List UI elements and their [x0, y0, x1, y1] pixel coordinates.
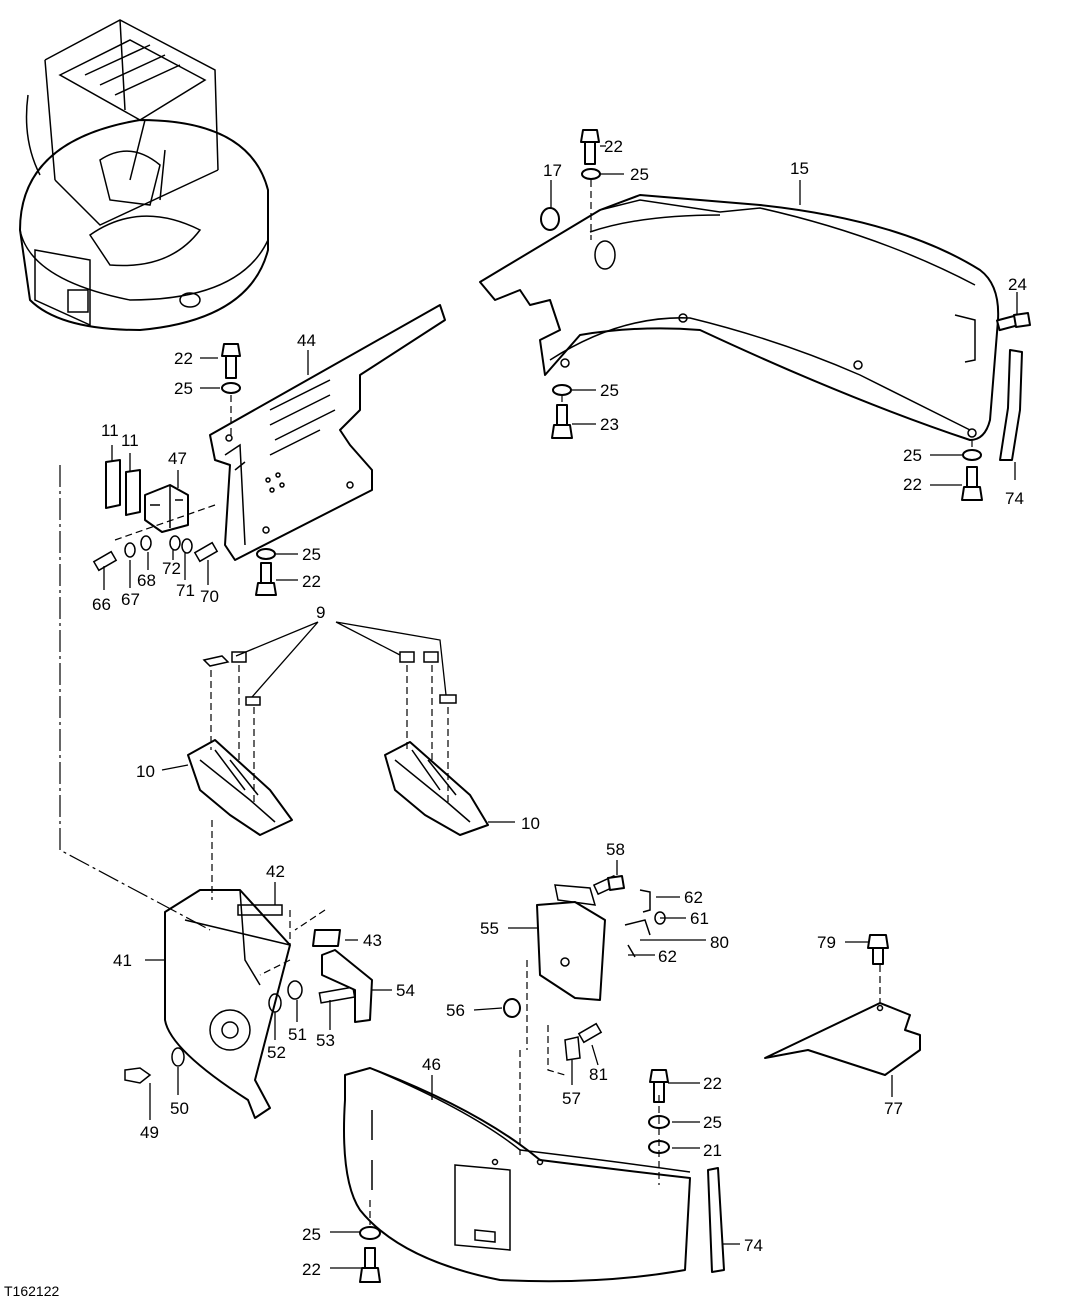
part-44-bracket [209, 304, 446, 561]
callout-81: 81 [589, 1065, 608, 1084]
callout-49: 49 [140, 1123, 159, 1142]
part-47-hinge [144, 484, 189, 533]
callout-24: 24 [1008, 275, 1027, 294]
callout-22: 22 [174, 349, 193, 368]
callout-55: 55 [480, 919, 499, 938]
callout-22: 22 [903, 475, 922, 494]
callout-50: 50 [170, 1099, 189, 1118]
callout-10: 10 [521, 814, 540, 833]
callout-46: 46 [422, 1055, 441, 1074]
callout-51: 51 [288, 1025, 307, 1044]
callout-79: 79 [817, 933, 836, 952]
part-9-push-rivets [202, 651, 457, 706]
callout-23: 23 [600, 415, 619, 434]
bolts-and-washers [221, 129, 1031, 1283]
callout-11: 11 [121, 431, 139, 450]
callout-11: 11 [101, 421, 119, 440]
callout-62: 62 [658, 947, 677, 966]
callout-68: 68 [137, 571, 156, 590]
callout-80: 80 [710, 933, 729, 952]
callout-61: 61 [690, 909, 709, 928]
callout-74: 74 [1005, 489, 1024, 508]
callout-53: 53 [316, 1031, 335, 1050]
callout-57: 57 [562, 1089, 581, 1108]
callout-74: 74 [744, 1236, 763, 1255]
part-15-side-cover [479, 194, 1000, 441]
callout-25: 25 [302, 1225, 321, 1244]
callout-42: 42 [266, 862, 285, 881]
callout-17: 17 [543, 161, 562, 180]
callout-71: 71 [176, 581, 195, 600]
callout-62: 62 [684, 888, 703, 907]
callout-25: 25 [302, 545, 321, 564]
parts-49-54-hardware [124, 949, 373, 1084]
callout-15: 15 [790, 159, 809, 178]
callout-22: 22 [302, 1260, 321, 1279]
callout-54: 54 [396, 981, 415, 1000]
callout-43: 43 [363, 931, 382, 950]
callout-41: 41 [113, 951, 132, 970]
leader-lines [103, 145, 1018, 1269]
callout-25: 25 [630, 165, 649, 184]
callout-21: 21 [703, 1141, 722, 1160]
callout-77: 77 [884, 1099, 903, 1118]
callout-44: 44 [297, 331, 316, 350]
part-42-43-labels [237, 904, 341, 947]
callout-72: 72 [162, 559, 181, 578]
callout-22: 22 [302, 572, 321, 591]
part-10-seal-right [384, 741, 489, 836]
callout-66: 66 [92, 595, 111, 614]
part-41-panel [164, 889, 291, 1119]
part-77-plate [764, 1002, 921, 1076]
part-11-clips [105, 459, 141, 516]
figure-id: T162122 [4, 1283, 59, 1299]
callout-10: 10 [136, 762, 155, 781]
callout-56: 56 [446, 1001, 465, 1020]
callout-25: 25 [903, 446, 922, 465]
part-10-seal-left [187, 739, 293, 836]
callout-58: 58 [606, 840, 625, 859]
callout-47: 47 [168, 449, 187, 468]
callout-25: 25 [703, 1113, 722, 1132]
part-46-rear-cover [343, 1067, 691, 1283]
parts-55-62-latch [503, 874, 666, 1061]
callout-22: 22 [703, 1074, 722, 1093]
callout-25: 25 [600, 381, 619, 400]
assembly-lines [59, 180, 973, 1225]
callout-70: 70 [200, 587, 219, 606]
callout-52: 52 [267, 1043, 286, 1062]
hardware-row-66-72 [92, 535, 219, 572]
callout-9: 9 [316, 603, 325, 622]
callout-67: 67 [121, 590, 140, 609]
part-74-strips [707, 349, 1023, 1273]
callout-25: 25 [174, 379, 193, 398]
callout-labels: 22 25 17 15 24 22 25 44 25 23 25 22 74 1… [92, 137, 1027, 1279]
machine-overview-illustration [19, 19, 269, 331]
callout-22: 22 [604, 137, 623, 156]
